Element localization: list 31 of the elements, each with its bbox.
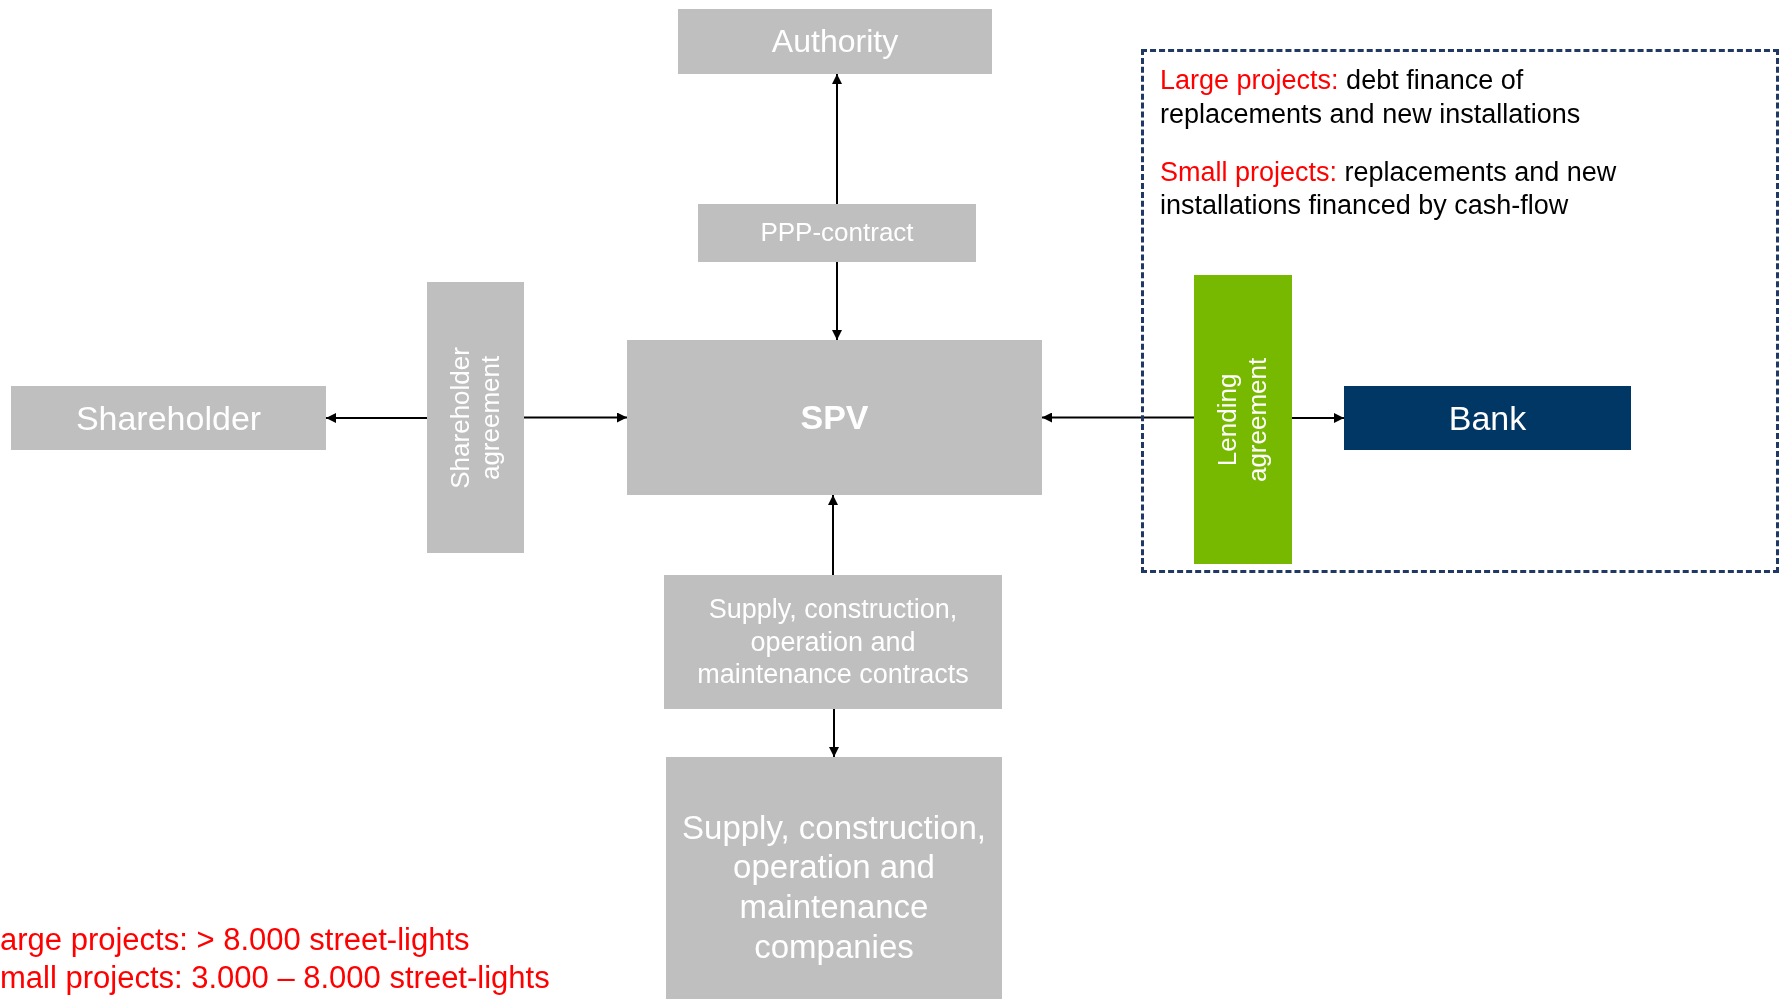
arrow xyxy=(523,412,628,423)
node-label: SPV xyxy=(799,397,870,438)
entity-box xyxy=(1344,386,1631,450)
note-text: Small projects: replacements and new installations financed by cash-flow xyxy=(1160,155,1618,223)
process-box xyxy=(666,757,1002,999)
node-label: Lending agreement xyxy=(1213,356,1273,484)
node-label: Shareholder xyxy=(74,397,263,439)
arrow xyxy=(325,413,428,423)
process-box xyxy=(698,204,976,262)
arrow xyxy=(832,261,842,341)
arrow xyxy=(832,73,842,205)
entity-box xyxy=(627,340,1042,495)
node-label: Authority xyxy=(770,22,900,61)
process-box xyxy=(11,386,326,450)
dashed-group-box xyxy=(1141,49,1779,573)
arrow xyxy=(829,708,839,758)
note-text: Large projects: debt finance of replacements and new installations xyxy=(1160,64,1582,131)
arrow xyxy=(1291,413,1345,423)
process-box xyxy=(664,575,1002,709)
node-label: Shareholder agreement xyxy=(445,345,506,491)
node-label: PPP-contract xyxy=(759,217,915,249)
node-label: Bank xyxy=(1447,397,1528,439)
process-box xyxy=(678,9,992,74)
arrow xyxy=(828,494,838,576)
node-label: Supply, construction, operation and maintenance contracts xyxy=(696,593,970,691)
agreement-box xyxy=(1194,275,1292,564)
note-text: arge projects: > 8.000 street-lights xyxy=(0,922,470,958)
node-label: Supply, construction, operation and maintenance companies xyxy=(681,807,987,967)
arrow xyxy=(1041,412,1195,423)
agreement-box xyxy=(427,282,524,553)
note-text: mall projects: 3.000 – 8.000 street-lights xyxy=(0,960,550,996)
